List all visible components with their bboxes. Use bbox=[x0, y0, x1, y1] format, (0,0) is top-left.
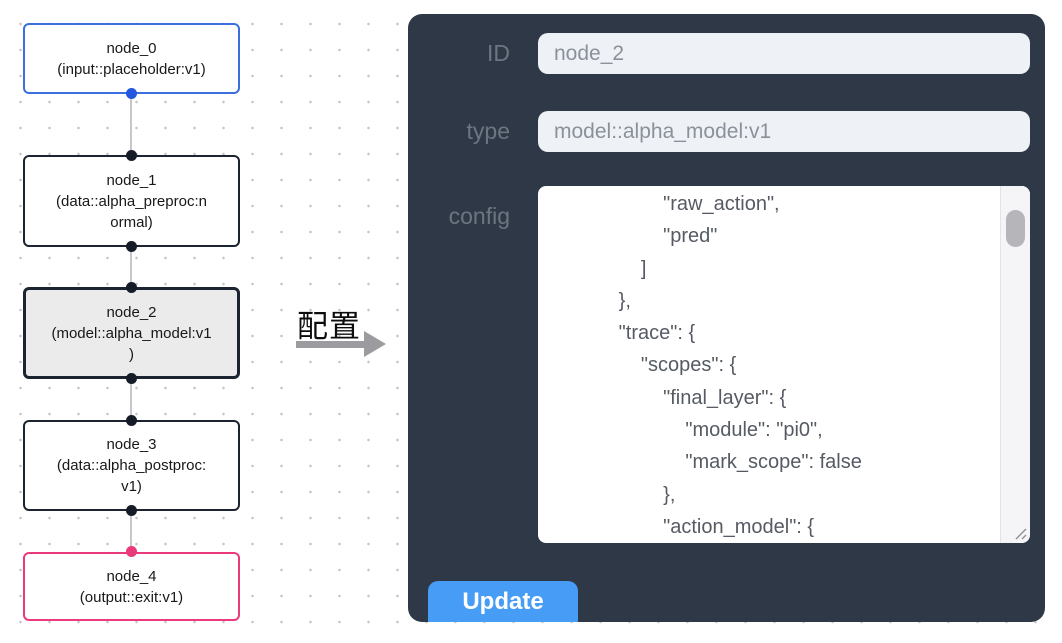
right-arrow-icon bbox=[364, 331, 386, 357]
resize-grip-icon[interactable] bbox=[1013, 526, 1027, 540]
flow-node-node_0[interactable]: node_0 (input::placeholder:v1) bbox=[23, 23, 240, 94]
node-label: node_3 (data::alpha_postproc: v1) bbox=[56, 436, 207, 495]
edge-connector bbox=[130, 94, 132, 155]
config-editor[interactable]: "raw_action", "pred" ] }, "trace": { "sc… bbox=[538, 186, 1030, 543]
id-field-label: ID bbox=[487, 40, 510, 66]
flow-node-node_4[interactable]: node_4 (output::exit:v1) bbox=[23, 552, 240, 621]
flow-node-node_3[interactable]: node_3 (data::alpha_postproc: v1) bbox=[23, 420, 240, 511]
update-button[interactable]: Update bbox=[428, 581, 578, 622]
connection-handle-node_3-source[interactable] bbox=[126, 505, 137, 516]
right-arrow-icon bbox=[296, 341, 366, 348]
connection-handle-node_4-target[interactable] bbox=[126, 546, 137, 557]
type-field-label: type bbox=[466, 118, 510, 144]
node-label: node_2 (model::alpha_model:v1 ) bbox=[51, 303, 212, 363]
config-json-text[interactable]: "raw_action", "pred" ] }, "trace": { "sc… bbox=[618, 193, 862, 538]
scrollbar-thumb[interactable] bbox=[1006, 210, 1025, 247]
id-input[interactable] bbox=[538, 33, 1030, 74]
configure-label: 配置 bbox=[297, 309, 361, 344]
connection-handle-node_2-target[interactable] bbox=[126, 282, 137, 293]
flow-node-node_1[interactable]: node_1 (data::alpha_preproc:n ormal) bbox=[23, 155, 240, 247]
connection-handle-node_3-target[interactable] bbox=[126, 415, 137, 426]
edge-connector bbox=[130, 247, 132, 287]
config-field-label: config bbox=[448, 203, 510, 229]
node-label: node_4 (output::exit:v1) bbox=[79, 567, 184, 606]
connection-handle-node_2-source[interactable] bbox=[126, 373, 137, 384]
connection-handle-node_0-source[interactable] bbox=[126, 88, 137, 99]
node-label: node_0 (input::placeholder:v1) bbox=[57, 39, 206, 78]
edge-connector bbox=[130, 511, 132, 552]
connection-handle-node_1-target[interactable] bbox=[126, 150, 137, 161]
scrollbar-track[interactable] bbox=[1000, 186, 1030, 543]
node-config-panel: ID type config "raw_action", "pred" ] },… bbox=[408, 14, 1045, 622]
type-input[interactable] bbox=[538, 111, 1030, 152]
edge-connector bbox=[130, 379, 132, 420]
connection-handle-node_1-source[interactable] bbox=[126, 241, 137, 252]
node-label: node_1 (data::alpha_preproc:n ormal) bbox=[56, 171, 207, 231]
flow-node-node_2-selected[interactable]: node_2 (model::alpha_model:v1 ) bbox=[23, 287, 240, 379]
